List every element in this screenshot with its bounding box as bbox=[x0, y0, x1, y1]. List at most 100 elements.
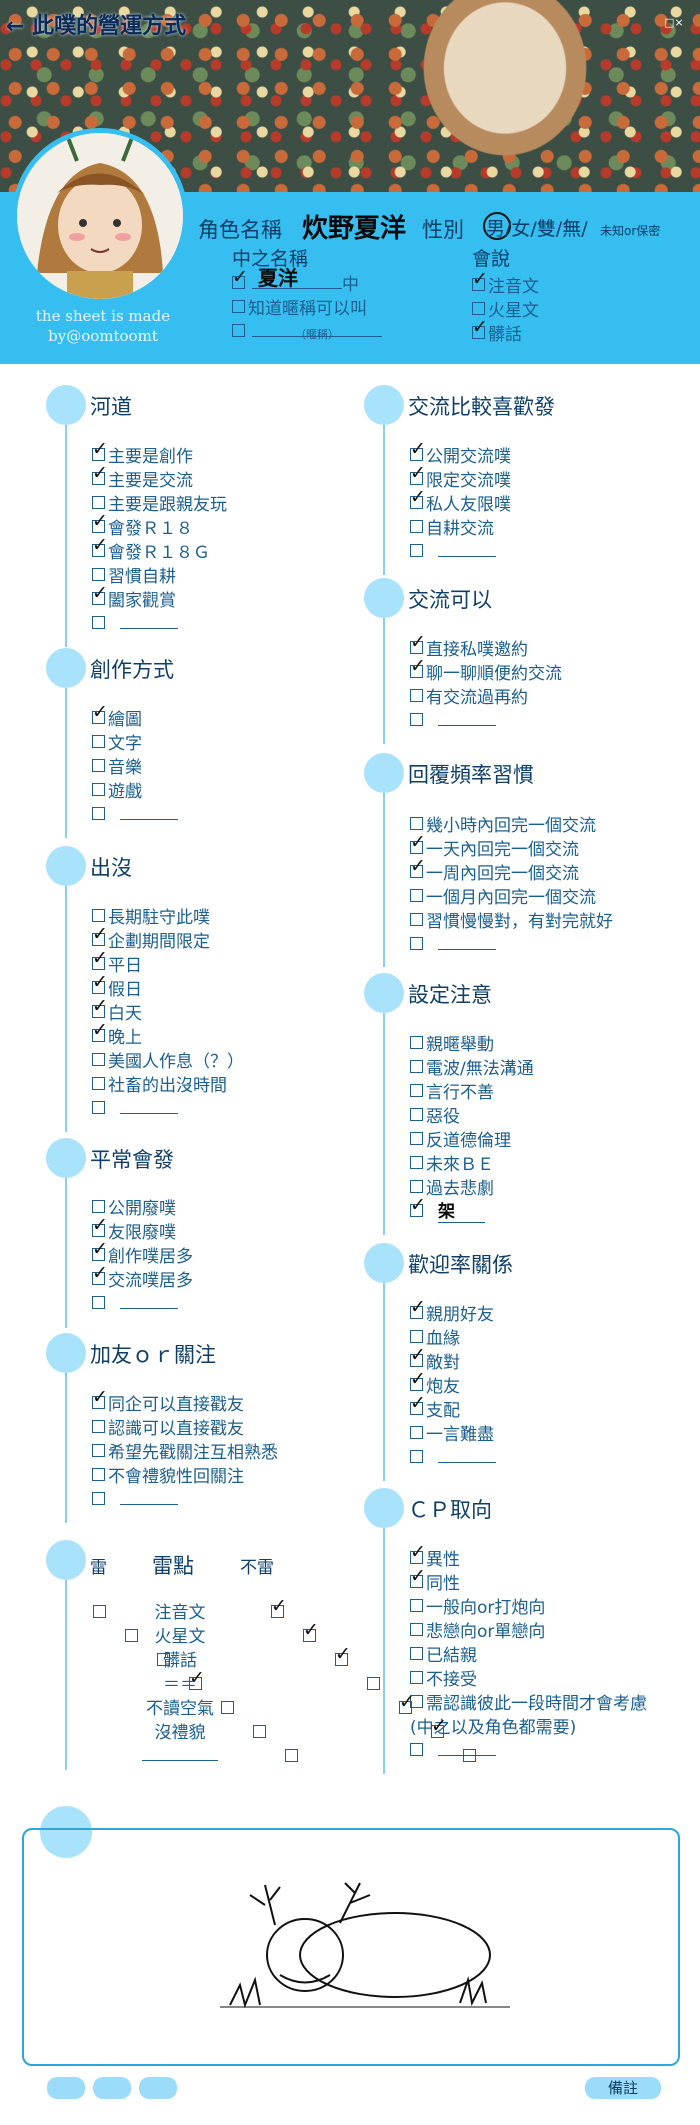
reply-item[interactable]: ✓一周內回完一個交流 bbox=[410, 856, 579, 884]
create-item[interactable]: 音樂 bbox=[92, 753, 142, 778]
checkbox[interactable] bbox=[410, 888, 423, 902]
follow-item[interactable]: 不會禮貌性回關注 bbox=[92, 1462, 244, 1487]
checkbox[interactable] bbox=[92, 1467, 105, 1481]
checkbox[interactable] bbox=[410, 1449, 423, 1463]
setting-item[interactable]: 未來ＢＥ bbox=[410, 1150, 494, 1175]
checkbox[interactable] bbox=[410, 1179, 423, 1193]
not-mine-checkbox[interactable]: ✓ bbox=[399, 1693, 415, 1714]
checkbox[interactable] bbox=[92, 908, 105, 922]
cp-item[interactable] bbox=[410, 1737, 496, 1761]
checkbox[interactable]: ✓ bbox=[410, 1393, 426, 1415]
checkbox[interactable]: ✓ bbox=[410, 463, 426, 485]
appear-item[interactable]: 社畜的出沒時間 bbox=[92, 1071, 227, 1096]
mine-checkbox[interactable] bbox=[253, 1725, 266, 1738]
follow-item[interactable] bbox=[92, 1486, 178, 1510]
blank-line[interactable] bbox=[120, 615, 178, 629]
setting-item[interactable]: 電波/無法溝通 bbox=[410, 1054, 534, 1079]
checkbox[interactable] bbox=[410, 688, 423, 702]
checkbox[interactable] bbox=[472, 301, 485, 315]
create-item[interactable]: 文字 bbox=[92, 729, 142, 754]
lang-item[interactable]: 火星文 bbox=[472, 296, 539, 321]
river-item[interactable] bbox=[92, 610, 178, 634]
blank-line[interactable] bbox=[120, 1100, 178, 1114]
exchange-item[interactable] bbox=[410, 538, 496, 562]
checkbox[interactable] bbox=[410, 1670, 423, 1684]
checkbox[interactable]: ✓ bbox=[410, 832, 426, 854]
blank-line[interactable] bbox=[438, 712, 496, 726]
create-item[interactable]: 遊戲 bbox=[92, 777, 142, 802]
nick-option-1[interactable]: ✓中 bbox=[232, 265, 359, 295]
river-item[interactable]: 習慣自耕 bbox=[92, 562, 176, 587]
follow-item[interactable]: ✓同企可以直接戳友 bbox=[92, 1387, 244, 1415]
follow-item[interactable]: 認識可以直接戳友 bbox=[92, 1414, 244, 1439]
blank-line[interactable] bbox=[438, 936, 496, 950]
river-item[interactable]: ✓主要是交流 bbox=[92, 463, 193, 491]
checkbox[interactable] bbox=[92, 567, 105, 581]
checkbox[interactable] bbox=[92, 758, 105, 772]
checkbox[interactable] bbox=[232, 323, 245, 337]
checkbox[interactable]: ✓ bbox=[92, 1387, 108, 1409]
checkbox[interactable] bbox=[410, 1035, 423, 1049]
checkbox[interactable] bbox=[92, 1491, 105, 1505]
checkbox[interactable] bbox=[410, 1329, 423, 1343]
appear-item[interactable]: ✓晚上 bbox=[92, 1020, 142, 1048]
blank-line[interactable] bbox=[438, 1742, 496, 1756]
checkbox[interactable]: ✓ bbox=[92, 702, 108, 724]
checkbox[interactable]: ✓ bbox=[92, 439, 108, 461]
checkbox[interactable]: ✓ bbox=[410, 1566, 426, 1588]
post-item[interactable] bbox=[92, 1290, 178, 1314]
river-item[interactable]: ✓會發Ｒ１８ bbox=[92, 511, 193, 539]
checkbox[interactable] bbox=[92, 1052, 105, 1066]
exchange-item[interactable]: ✓公開交流噗 bbox=[410, 439, 511, 467]
checkbox[interactable]: ✓ bbox=[92, 1263, 108, 1285]
footer-pill-1[interactable] bbox=[47, 2077, 85, 2099]
checkbox[interactable]: ✓ bbox=[472, 267, 488, 291]
notes-box[interactable] bbox=[22, 1828, 680, 2066]
checkbox[interactable]: ✓ bbox=[410, 856, 426, 878]
checkbox[interactable] bbox=[410, 1131, 423, 1145]
setting-item[interactable]: ✓架 bbox=[410, 1195, 485, 1223]
cp-item[interactable]: 一般向or打炮向 bbox=[410, 1593, 545, 1618]
appear-item[interactable]: 長期駐守此噗 bbox=[92, 903, 210, 928]
checkbox[interactable] bbox=[92, 806, 105, 820]
reply-item[interactable]: 一個月內回完一個交流 bbox=[410, 883, 596, 908]
checkbox[interactable]: ✓ bbox=[92, 511, 108, 533]
can-item[interactable] bbox=[410, 707, 496, 731]
footer-pill-2[interactable] bbox=[93, 2077, 131, 2099]
checkbox[interactable] bbox=[410, 519, 423, 533]
appear-item[interactable]: ✓企劃期間限定 bbox=[92, 924, 210, 952]
window-icons[interactable]: □⨯ bbox=[664, 16, 684, 29]
checkbox[interactable] bbox=[92, 1295, 105, 1309]
checkbox[interactable] bbox=[92, 1443, 105, 1457]
checkbox[interactable] bbox=[410, 1107, 423, 1121]
checkbox[interactable] bbox=[410, 1646, 423, 1660]
checkbox[interactable]: ✓ bbox=[92, 924, 108, 946]
appear-item[interactable]: 美國人作息（？） bbox=[92, 1047, 244, 1072]
river-item[interactable]: ✓闔家觀賞 bbox=[92, 583, 176, 611]
relation-item[interactable]: ✓敵對 bbox=[410, 1345, 460, 1373]
mine-checkbox[interactable] bbox=[285, 1749, 298, 1762]
relation-item[interactable]: ✓支配 bbox=[410, 1393, 460, 1421]
exchange-item[interactable]: ✓限定交流噗 bbox=[410, 463, 511, 491]
checkbox[interactable] bbox=[410, 912, 423, 926]
not-mine-checkbox[interactable]: ✓ bbox=[335, 1645, 351, 1666]
reply-item[interactable]: ✓一天內回完一個交流 bbox=[410, 832, 579, 860]
checkbox[interactable]: ✓ bbox=[410, 632, 426, 654]
checkbox[interactable]: ✓ bbox=[232, 265, 248, 289]
checkbox[interactable]: ✓ bbox=[410, 1297, 426, 1319]
setting-item[interactable]: 惡役 bbox=[410, 1102, 460, 1127]
blank-line[interactable] bbox=[438, 543, 496, 557]
cp-item[interactable]: ✓異性 bbox=[410, 1542, 460, 1570]
create-item[interactable]: ✓繪圖 bbox=[92, 702, 142, 730]
exchange-item[interactable]: ✓私人友限噗 bbox=[410, 487, 511, 515]
checkbox[interactable]: ✓ bbox=[410, 656, 426, 678]
mine-checkbox[interactable]: ✓ bbox=[189, 1669, 205, 1690]
checkbox[interactable] bbox=[92, 782, 105, 796]
checkbox[interactable] bbox=[410, 1598, 423, 1612]
not-mine-checkbox[interactable]: ✓ bbox=[431, 1717, 447, 1738]
nick-option-2[interactable]: 知道暱稱可以叫 bbox=[232, 294, 367, 319]
checkbox[interactable] bbox=[410, 1425, 423, 1439]
follow-item[interactable]: 希望先戳關注互相熟悉 bbox=[92, 1438, 278, 1463]
checkbox[interactable] bbox=[232, 299, 245, 313]
checkbox[interactable]: ✓ bbox=[410, 487, 426, 509]
